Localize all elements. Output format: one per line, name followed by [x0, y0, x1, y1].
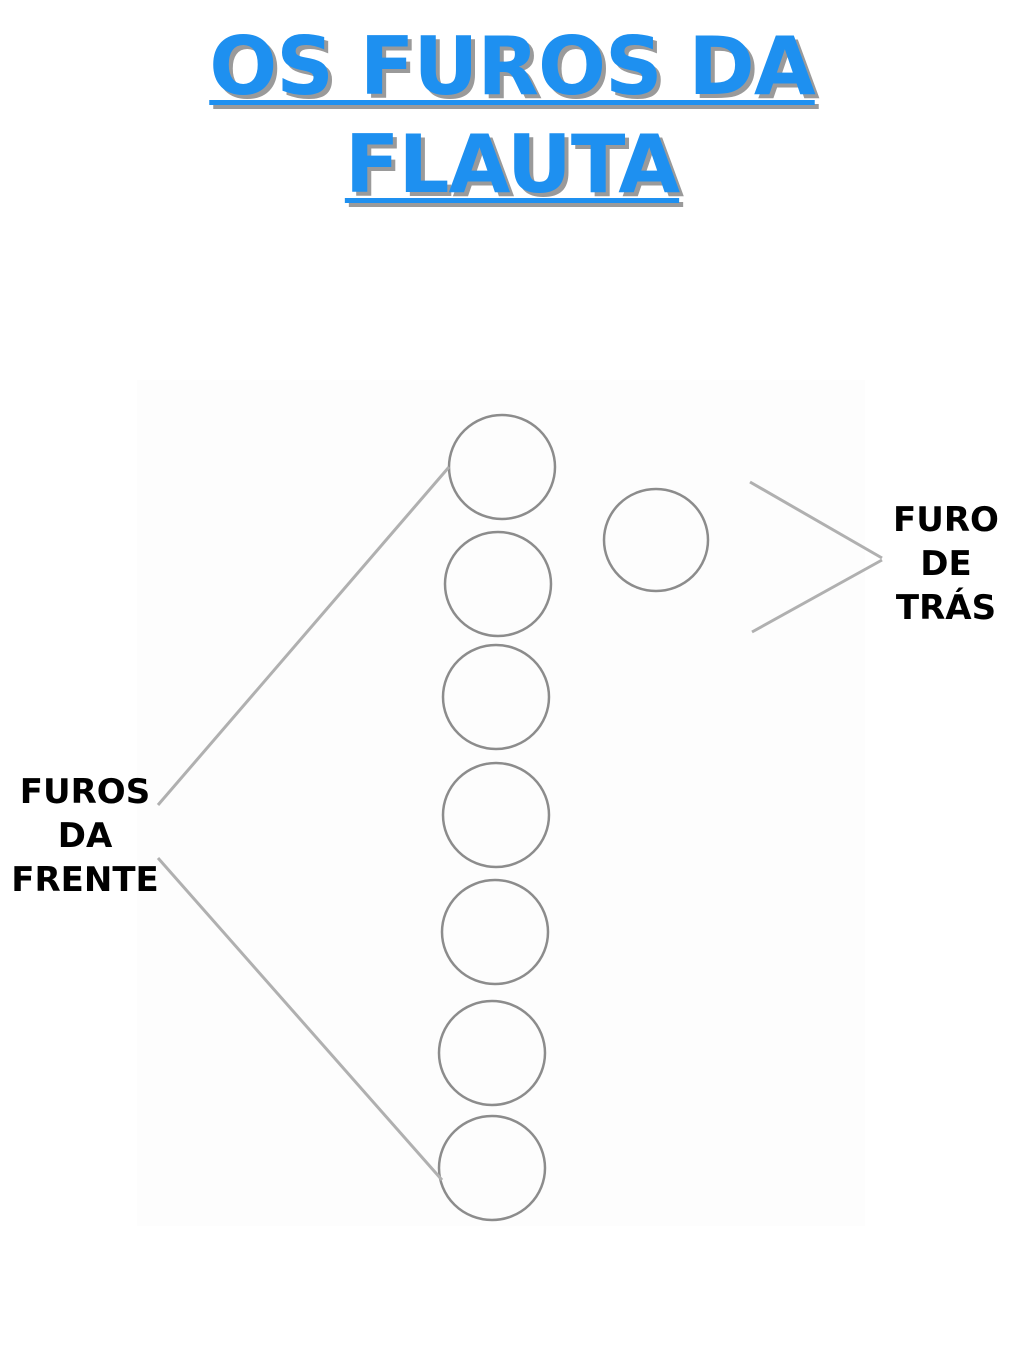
front-hole-2 [443, 530, 553, 638]
back-pointer-bottom [751, 558, 883, 634]
front-hole-6 [437, 999, 547, 1107]
back-pointer-top [749, 480, 883, 560]
label-back-hole: FURO DE TRÁS [893, 500, 999, 628]
front-hole-7 [437, 1114, 547, 1222]
front-pointer-top [156, 466, 451, 806]
front-pointer-bottom [156, 857, 444, 1181]
front-hole-1 [447, 413, 557, 521]
page-title: OS FUROS DA FLAUTA [0, 18, 1024, 214]
title-line-1: OS FUROS DA [209, 20, 815, 113]
back-hole [602, 487, 710, 593]
label-front-holes: FUROS DA FRENTE [11, 772, 159, 900]
title-line-2: FLAUTA [344, 118, 680, 211]
diagram-background [137, 380, 865, 1226]
front-hole-3 [441, 643, 551, 751]
front-hole-5 [440, 878, 550, 986]
front-hole-4 [441, 761, 551, 869]
